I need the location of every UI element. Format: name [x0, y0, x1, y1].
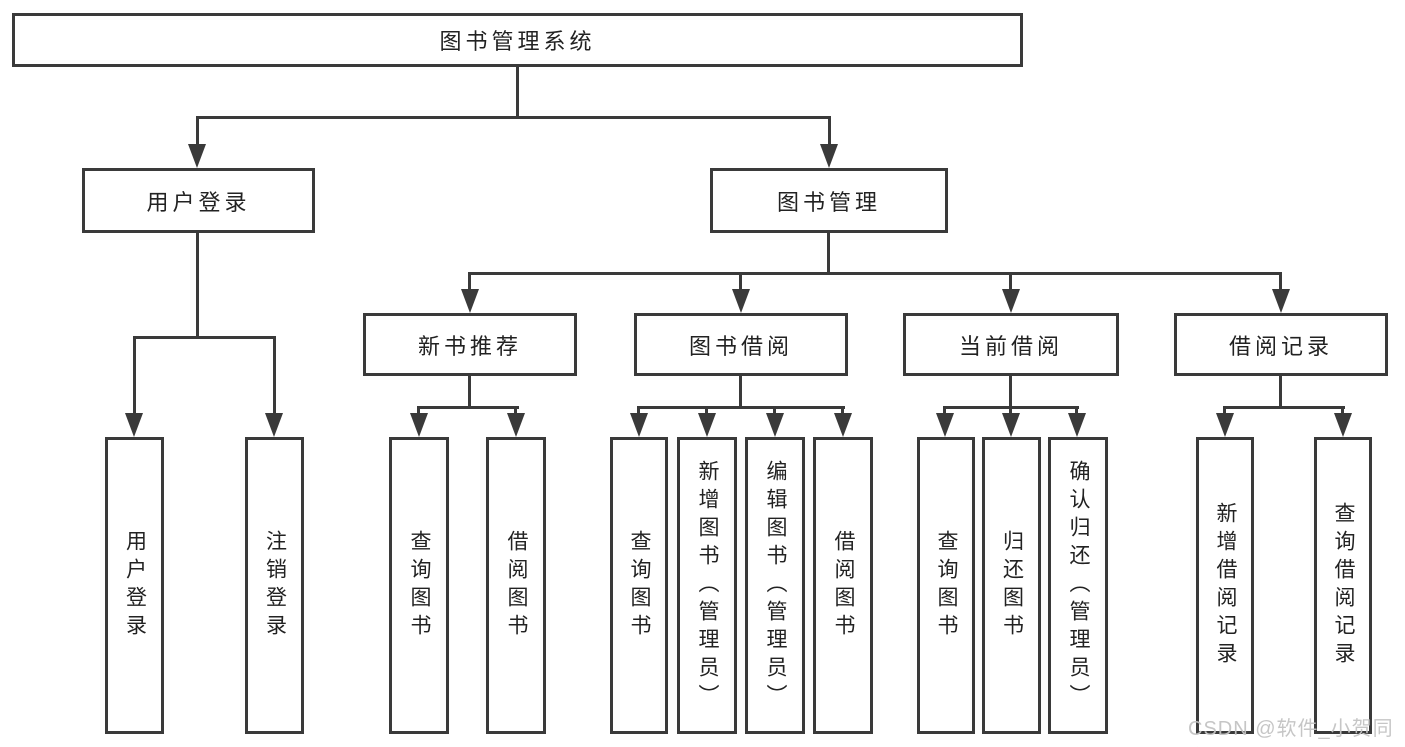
leaf-query-book-2: 查询图书: [610, 437, 668, 734]
leaf-add-borrow-record: 新增借阅记录: [1196, 437, 1254, 734]
arrowhead-to-return-book: [1002, 413, 1020, 437]
leaf-query-borrow-record: 查询借阅记录: [1314, 437, 1372, 734]
leaf-user-login: 用户登录: [105, 437, 164, 734]
node-root: 图书管理系统: [12, 13, 1023, 67]
leaf-add-borrow-record-label: 新增借阅记录: [1214, 501, 1237, 670]
node-book-mgmt: 图书管理: [710, 168, 948, 233]
arrowhead-to-add-book: [698, 413, 716, 437]
node-current-borrow-label: 当前借阅: [958, 333, 1063, 359]
arrowhead-to-leaf-user-login: [125, 413, 143, 437]
arrowhead-to-borrow-book-1: [507, 413, 525, 437]
connector-root-drop-1: [196, 116, 199, 146]
connector-book-mgmt-drop-1: [468, 272, 471, 292]
leaf-add-book-admin: 新增图书（管理员）: [677, 437, 737, 734]
leaf-logout: 注销登录: [245, 437, 304, 734]
node-book-borrow: 图书借阅: [634, 313, 848, 376]
leaf-borrow-book-2: 借阅图书: [813, 437, 873, 734]
connector-book-borrow-drop-2: [705, 406, 708, 415]
arrowhead-to-current-borrow: [1002, 289, 1020, 313]
leaf-query-book-1: 查询图书: [389, 437, 449, 734]
connector-new-book-drop-1: [417, 406, 420, 415]
arrowhead-to-confirm-return: [1068, 413, 1086, 437]
leaf-return-book-label: 归还图书: [1000, 529, 1024, 642]
connector-new-book-stem: [468, 376, 471, 407]
node-borrow-record-label: 借阅记录: [1228, 333, 1333, 359]
leaf-query-book-1-label: 查询图书: [408, 529, 431, 642]
connector-root-stem: [516, 67, 519, 117]
arrowhead-to-query-book-3: [936, 413, 954, 437]
leaf-borrow-book-1-label: 借阅图书: [505, 529, 528, 642]
connector-user-login-stem: [196, 233, 199, 336]
leaf-query-book-3: 查询图书: [917, 437, 975, 734]
watermark: CSDN @软件_小贺同学: [1188, 718, 1394, 740]
connector-book-mgmt-drop-3: [1009, 272, 1012, 292]
node-book-mgmt-label: 图书管理: [776, 189, 881, 215]
node-book-borrow-label: 图书借阅: [688, 333, 793, 359]
arrowhead-to-borrow-book-2: [834, 413, 852, 437]
node-new-book-recommend-label: 新书推荐: [417, 333, 522, 359]
leaf-edit-book-admin-label: 编辑图书（管理员）: [764, 459, 787, 712]
leaf-query-book-2-label: 查询图书: [628, 529, 651, 642]
connector-book-borrow-rail: [637, 406, 845, 409]
connector-book-mgmt-drop-2: [739, 272, 742, 292]
leaf-user-login-label: 用户登录: [123, 529, 147, 642]
connector-root-drop-2: [828, 116, 831, 146]
connector-book-borrow-stem: [739, 376, 742, 407]
leaf-logout-label: 注销登录: [263, 529, 287, 642]
leaf-query-borrow-record-label: 查询借阅记录: [1332, 501, 1355, 670]
connector-book-mgmt-drop-4: [1279, 272, 1282, 292]
connector-new-book-rail: [417, 406, 519, 409]
arrowhead-to-new-book-recommend: [461, 289, 479, 313]
connector-borrow-record-stem: [1279, 376, 1282, 407]
connector-book-mgmt-rail: [468, 272, 1282, 275]
connector-book-borrow-drop-4: [841, 406, 844, 415]
connector-book-borrow-drop-1: [637, 406, 640, 415]
arrowhead-to-edit-book: [766, 413, 784, 437]
arrowhead-to-query-book-2: [630, 413, 648, 437]
arrowhead-to-query-book-1: [410, 413, 428, 437]
connector-current-borrow-stem: [1009, 376, 1012, 407]
arrowhead-to-add-record: [1216, 413, 1234, 437]
connector-book-mgmt-stem: [827, 233, 830, 274]
connector-user-login-drop-2: [273, 336, 276, 414]
node-current-borrow: 当前借阅: [903, 313, 1119, 376]
leaf-edit-book-admin: 编辑图书（管理员）: [745, 437, 805, 734]
node-user-login-label: 用户登录: [146, 189, 251, 215]
connector-user-login-rail: [133, 336, 276, 339]
leaf-confirm-return-admin-label: 确认归还（管理员）: [1067, 459, 1090, 712]
leaf-return-book: 归还图书: [982, 437, 1041, 734]
leaf-borrow-book-1: 借阅图书: [486, 437, 546, 734]
arrowhead-to-book-borrow: [732, 289, 750, 313]
connector-borrow-record-rail: [1224, 406, 1345, 409]
connector-new-book-drop-2: [514, 406, 517, 415]
arrowhead-to-borrow-record: [1272, 289, 1290, 313]
connector-current-borrow-drop-2: [1009, 406, 1012, 415]
leaf-confirm-return-admin: 确认归还（管理员）: [1048, 437, 1108, 734]
leaf-add-book-admin-label: 新增图书（管理员）: [696, 459, 719, 712]
leaf-borrow-book-2-label: 借阅图书: [832, 529, 855, 642]
arrowhead-to-user-login: [188, 144, 206, 168]
node-new-book-recommend: 新书推荐: [363, 313, 577, 376]
connector-borrow-record-drop-2: [1341, 406, 1344, 415]
connector-root-rail: [196, 116, 830, 119]
leaf-query-book-3-label: 查询图书: [935, 529, 958, 642]
connector-book-borrow-drop-3: [773, 406, 776, 415]
connector-borrow-record-drop-1: [1223, 406, 1226, 415]
node-user-login: 用户登录: [82, 168, 315, 233]
node-root-label: 图书管理系统: [439, 29, 596, 54]
connector-current-borrow-drop-1: [943, 406, 946, 415]
arrowhead-to-query-record: [1334, 413, 1352, 437]
arrowhead-to-leaf-logout: [265, 413, 283, 437]
connector-current-borrow-drop-3: [1075, 406, 1078, 415]
connector-user-login-drop-1: [133, 336, 136, 414]
arrowhead-to-book-mgmt: [820, 144, 838, 168]
node-borrow-record: 借阅记录: [1174, 313, 1388, 376]
